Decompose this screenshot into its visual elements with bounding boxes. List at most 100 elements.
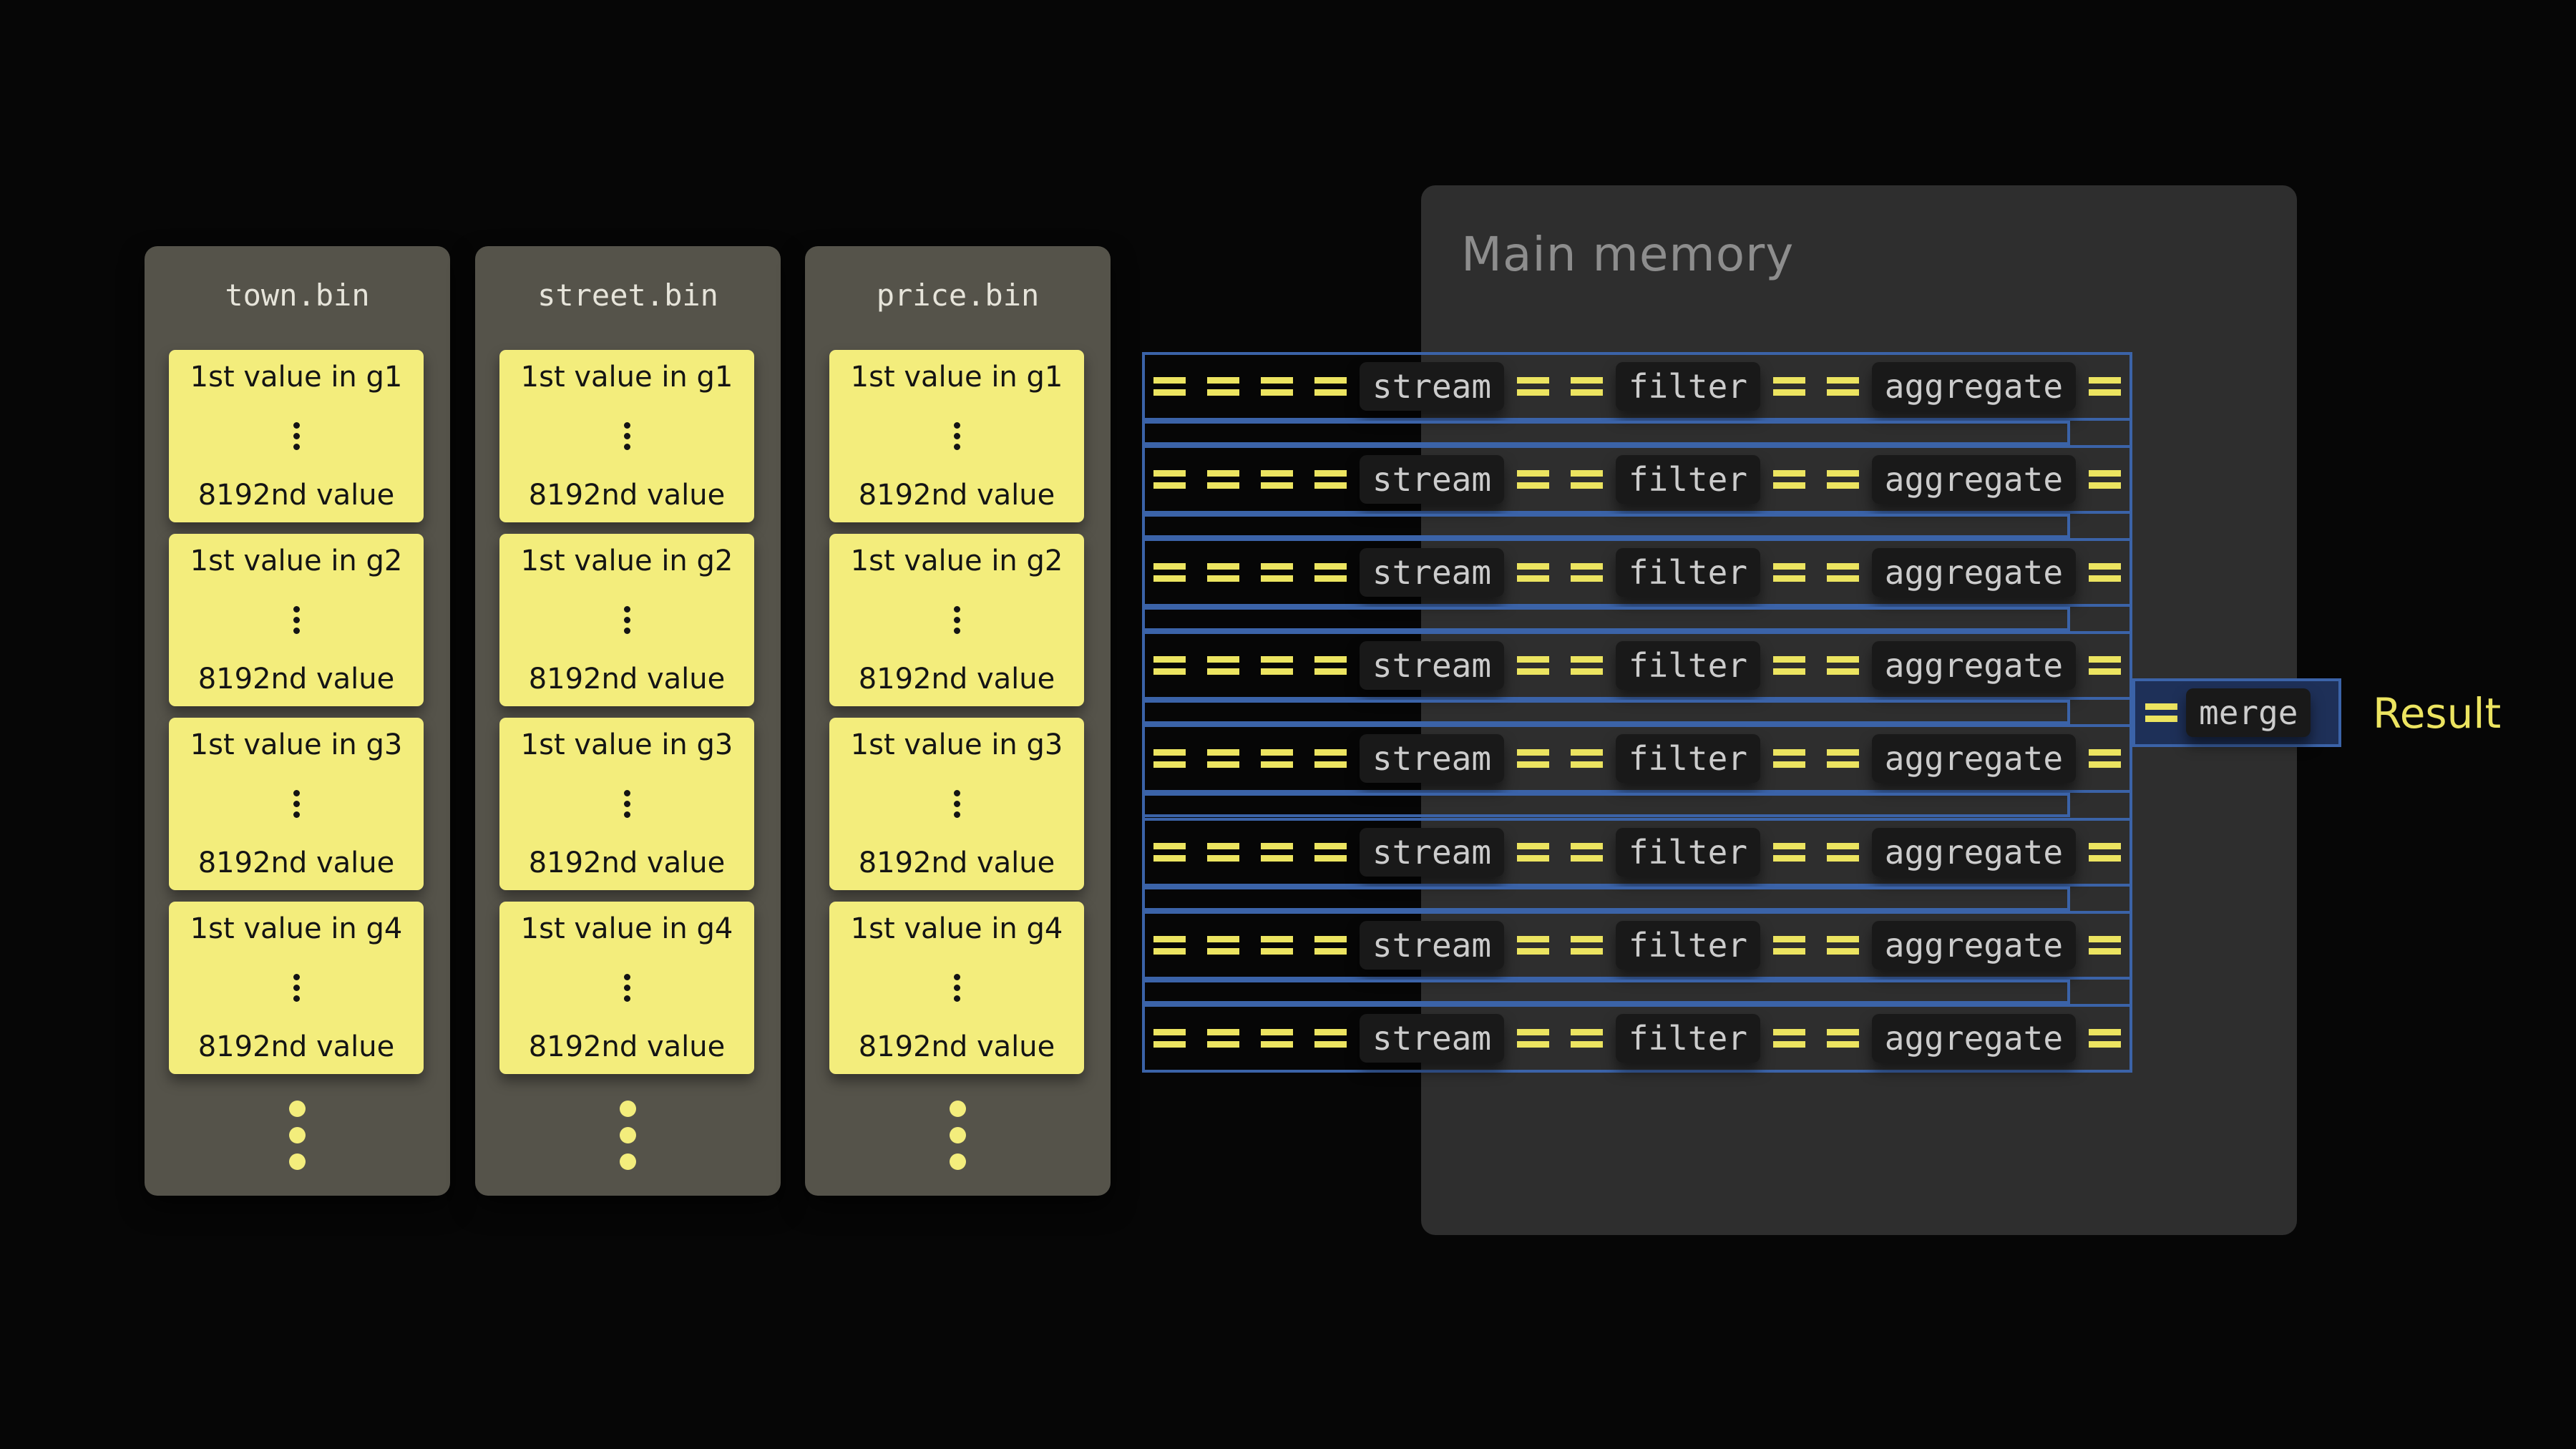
block-first-value: 1st value in g4	[850, 912, 1063, 945]
dataflow-dashes	[1153, 656, 1347, 675]
ellipsis-dot	[953, 801, 960, 807]
ellipsis-dot	[620, 1153, 636, 1170]
ellipsis-dot	[293, 617, 300, 623]
vertical-ellipsis	[293, 786, 300, 822]
block-last-value: 8192nd value	[858, 847, 1055, 879]
stage-filter: filter	[1615, 733, 1761, 784]
ellipsis-dot	[623, 606, 630, 613]
merge-label: merge	[2186, 688, 2311, 738]
vertical-ellipsis	[953, 602, 960, 638]
block-first-value: 1st value in g4	[190, 912, 403, 945]
ellipsis-dot	[950, 1127, 966, 1143]
stage-filter: filter	[1615, 547, 1761, 597]
ellipsis-dot	[293, 974, 300, 980]
ellipsis-dot	[623, 433, 630, 439]
dataflow-dashes	[1153, 1029, 1347, 1048]
stage-stream: stream	[1359, 454, 1505, 504]
result-label: Result	[2373, 689, 2502, 738]
block-last-value: 8192nd value	[528, 479, 726, 512]
vertical-ellipsis	[623, 418, 630, 454]
file-name: town.bin	[225, 278, 370, 313]
ellipsis-dot	[293, 444, 300, 450]
more-groups-ellipsis	[145, 1091, 450, 1180]
dataflow-dashes	[1516, 470, 1603, 489]
stage-aggregate: aggregate	[1871, 454, 2077, 504]
ellipsis-dot	[953, 811, 960, 818]
main-memory-title: Main memory	[1461, 227, 1795, 282]
buffer-box	[1142, 421, 2070, 445]
block-first-value: 1st value in g4	[520, 912, 733, 945]
dataflow-dashes	[1153, 749, 1347, 768]
stage-aggregate: aggregate	[1871, 733, 2077, 784]
vertical-ellipsis	[293, 602, 300, 638]
dataflow-dashes	[1516, 656, 1603, 675]
vertical-ellipsis	[293, 970, 300, 1006]
dataflow-dashes	[1516, 843, 1603, 862]
dataflow-dashes	[2088, 656, 2121, 675]
dataflow-dashes	[2088, 470, 2121, 489]
dataflow-dashes	[1516, 936, 1603, 955]
block-first-value: 1st value in g1	[190, 361, 403, 394]
ellipsis-dot	[289, 1153, 306, 1170]
ellipsis-dot	[623, 995, 630, 1002]
stage-filter: filter	[1615, 361, 1761, 411]
stage-aggregate: aggregate	[1871, 361, 2077, 411]
ellipsis-dot	[293, 995, 300, 1002]
ellipsis-dot	[953, 444, 960, 450]
buffer-box	[1142, 887, 2070, 911]
dataflow-dashes	[2145, 703, 2177, 722]
block-first-value: 1st value in g3	[850, 728, 1063, 761]
dataflow-dashes	[1516, 1029, 1603, 1048]
stage-filter: filter	[1615, 454, 1761, 504]
block-last-value: 8192nd value	[197, 663, 395, 696]
stage-stream: stream	[1359, 1013, 1505, 1063]
ellipsis-dot	[293, 433, 300, 439]
vertical-ellipsis	[953, 786, 960, 822]
ellipsis-dot	[953, 433, 960, 439]
block-last-value: 8192nd value	[528, 847, 726, 879]
stage-filter: filter	[1615, 827, 1761, 877]
stage-aggregate: aggregate	[1871, 547, 2077, 597]
dataflow-dashes	[2088, 377, 2121, 396]
ellipsis-dot	[953, 617, 960, 623]
vertical-ellipsis	[293, 418, 300, 454]
stage-filter: filter	[1615, 640, 1761, 691]
ellipsis-dot	[293, 811, 300, 818]
pipeline-row: stream filter aggregate	[1142, 724, 2132, 793]
ellipsis-dot	[623, 617, 630, 623]
dataflow-dashes	[2088, 843, 2121, 862]
ellipsis-dot	[623, 422, 630, 429]
value-block-list: 1st value in g1 8192nd value 1st value in …	[169, 350, 424, 1074]
dataflow-dashes	[1772, 563, 1859, 582]
file-name: street.bin	[537, 278, 718, 313]
stage-stream: stream	[1359, 733, 1505, 784]
buffer-box	[1142, 700, 2070, 724]
dataflow-dashes	[1772, 936, 1859, 955]
buffer-box	[1142, 980, 2070, 1004]
dataflow-dashes	[2088, 936, 2121, 955]
ellipsis-dot	[289, 1101, 306, 1117]
ellipsis-dot	[623, 444, 630, 450]
ellipsis-dot	[623, 811, 630, 818]
stage-aggregate: aggregate	[1871, 640, 2077, 691]
ellipsis-dot	[953, 974, 960, 980]
buffer-box	[1142, 793, 2070, 817]
ellipsis-dot	[293, 628, 300, 634]
value-block: 1st value in g3 8192nd value	[829, 718, 1084, 890]
dataflow-dashes	[1153, 936, 1347, 955]
stage-stream: stream	[1359, 640, 1505, 691]
block-first-value: 1st value in g1	[520, 361, 733, 394]
merge-box: merge	[2132, 678, 2341, 747]
ellipsis-dot	[623, 985, 630, 991]
stage-stream: stream	[1359, 920, 1505, 970]
vertical-ellipsis	[623, 602, 630, 638]
